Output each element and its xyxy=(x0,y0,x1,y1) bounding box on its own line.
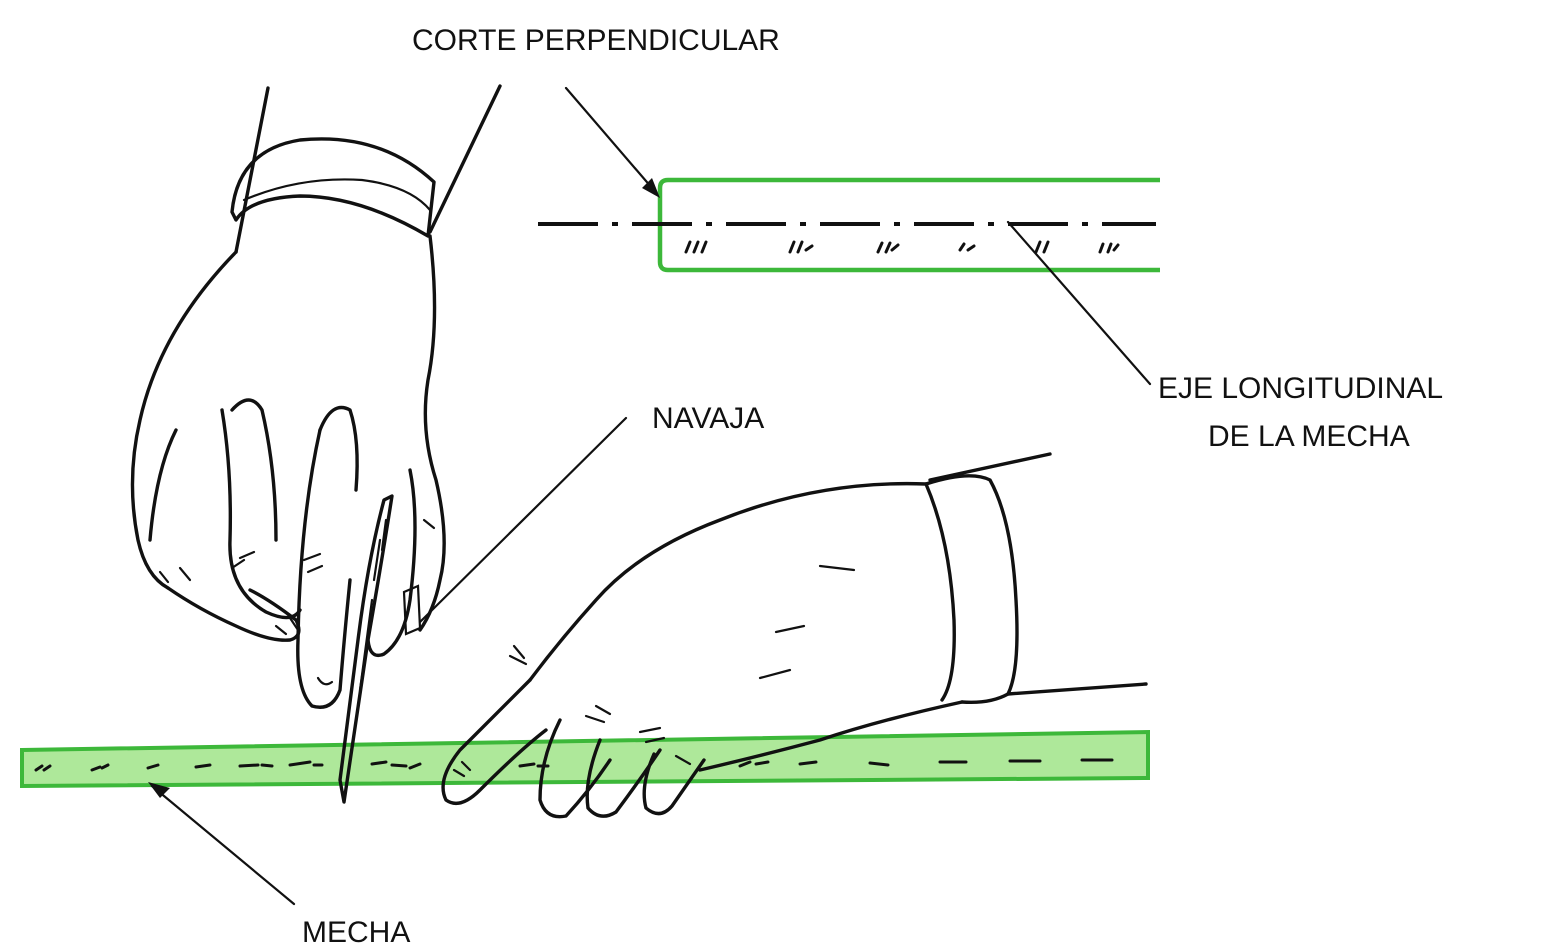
wick xyxy=(20,729,1150,789)
navaja-leader-line xyxy=(418,416,628,624)
eje-leader-line xyxy=(1006,220,1152,386)
label-corte-perpendicular: CORTE PERPENDICULAR xyxy=(412,24,780,57)
left-hand-illustration xyxy=(130,84,502,709)
wick-detail-inset xyxy=(538,177,1160,273)
wick-body xyxy=(20,729,1150,789)
label-eje-line2: DE LA MECHA xyxy=(1208,420,1410,453)
corte-leader-line xyxy=(564,86,654,190)
wick-detail-hatching xyxy=(684,240,1120,254)
label-navaja: NAVAJA xyxy=(652,402,764,435)
mecha-arrowhead xyxy=(148,782,170,798)
right-hand-illustration xyxy=(441,452,1148,819)
leader-lines xyxy=(148,86,1152,906)
corte-arrowhead xyxy=(642,178,660,198)
label-mecha: MECHA xyxy=(302,916,410,949)
label-eje-line1: EJE LONGITUDINAL xyxy=(1158,372,1443,405)
wick-hatching xyxy=(34,758,1114,772)
mecha-leader-line xyxy=(150,784,296,906)
knife-illustration xyxy=(338,494,394,804)
